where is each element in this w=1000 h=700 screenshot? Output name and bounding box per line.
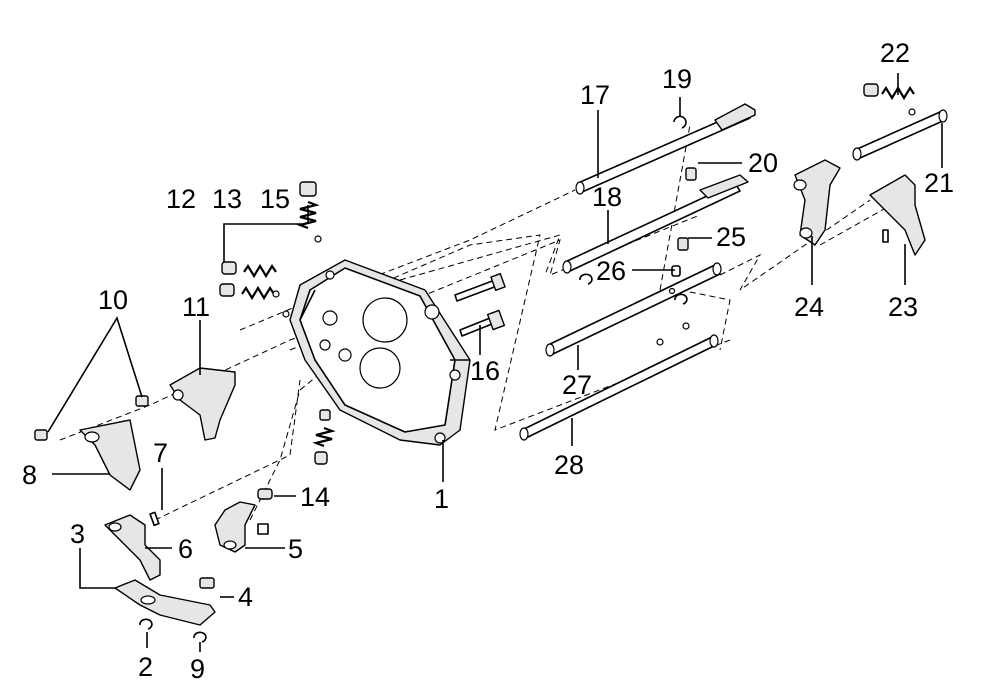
callout-28: 28 (554, 450, 584, 480)
callout-2: 2 (138, 652, 153, 682)
callout-20: 20 (748, 148, 778, 178)
callout-14: 14 (300, 482, 330, 512)
callout-16: 16 (470, 356, 500, 386)
callout-9: 9 (190, 654, 205, 684)
callout-labels: 1 2 3 4 5 6 7 8 9 10 11 12 13 14 15 16 1… (22, 38, 954, 684)
callout-23: 23 (888, 292, 918, 322)
lever-5 (214, 501, 269, 553)
shift-fork-24 (793, 159, 841, 246)
callout-1: 1 (434, 484, 449, 514)
callout-4: 4 (238, 582, 253, 612)
shaft-28 (519, 334, 719, 441)
small-parts (34, 83, 916, 643)
callout-22: 22 (880, 38, 910, 68)
callout-17: 17 (580, 80, 610, 110)
shaft-18 (562, 174, 749, 274)
callout-26: 26 (596, 256, 626, 286)
lever-3 (114, 579, 216, 626)
shift-fork-23 (869, 174, 926, 256)
callout-25: 25 (716, 222, 746, 252)
callout-8: 8 (22, 460, 37, 490)
callout-27: 27 (562, 370, 592, 400)
callout-5: 5 (288, 534, 303, 564)
callout-19: 19 (662, 64, 692, 94)
shaft-27 (545, 262, 722, 357)
callout-13: 13 (212, 184, 242, 214)
callout-10: 10 (98, 285, 128, 315)
shaft-21 (852, 109, 948, 161)
shaft-17 (575, 103, 756, 195)
lever-6 (104, 514, 161, 581)
gearbox-housing (289, 259, 471, 446)
leader-lines (47, 73, 943, 652)
callout-24: 24 (794, 292, 824, 322)
callout-12: 12 (166, 184, 196, 214)
callout-6: 6 (178, 534, 193, 564)
callout-21: 21 (924, 168, 954, 198)
callout-3: 3 (70, 519, 85, 549)
shift-fork-11 (169, 367, 236, 441)
shift-fork-8 (79, 419, 141, 491)
callout-11: 11 (182, 292, 210, 322)
bolts-16 (454, 273, 506, 337)
callout-18: 18 (592, 182, 622, 212)
callout-15: 15 (260, 184, 290, 214)
callout-7: 7 (153, 438, 168, 468)
